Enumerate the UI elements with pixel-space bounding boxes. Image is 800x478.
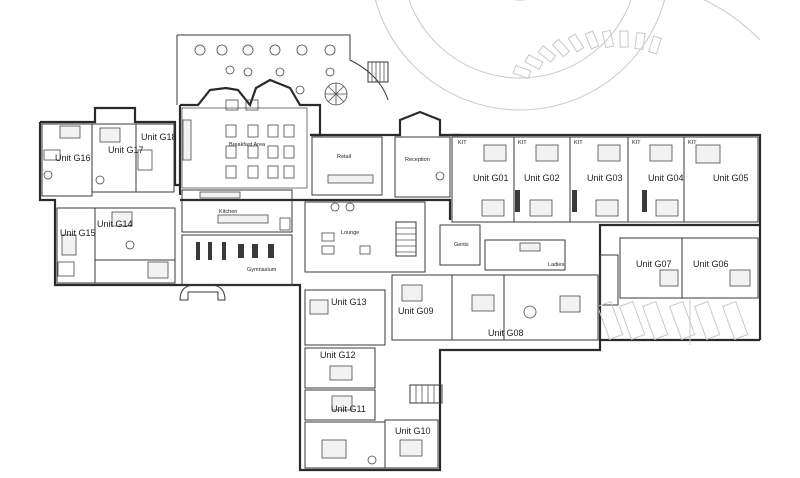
- site-arcs: [374, 0, 761, 111]
- west-wing: [41, 123, 176, 284]
- east-units-row: [451, 136, 759, 223]
- room-label-lounge: Lounge: [341, 230, 359, 236]
- retail: [311, 136, 383, 196]
- terrace: [176, 34, 389, 106]
- unit-label-g11: Unit G11: [331, 404, 366, 414]
- radial-parking-bays: [512, 29, 662, 80]
- unit-label-g04: Unit G04: [648, 173, 684, 183]
- gymnasium: [179, 234, 293, 301]
- umbrella-icon: [324, 82, 348, 106]
- room-label-retail: Retail: [337, 154, 351, 160]
- labels: Unit G16 Unit G17 Unit G18 Unit G14 Unit…: [55, 132, 749, 436]
- ladies: [484, 239, 566, 271]
- room-label-gents: Gents: [454, 242, 469, 248]
- unit-label-g10: Unit G10: [395, 426, 431, 436]
- unit-label-g03: Unit G03: [587, 173, 623, 183]
- stair: [395, 221, 417, 257]
- room-label-ladies: Ladies: [548, 262, 564, 268]
- unit-label-g05: Unit G05: [713, 173, 749, 183]
- unit-label-g02: Unit G02: [524, 173, 560, 183]
- kit-label: KIT: [518, 140, 527, 146]
- kitchen: [181, 189, 293, 233]
- unit-label-g06: Unit G06: [693, 259, 729, 269]
- kit-label: KIT: [458, 140, 467, 146]
- gents: [439, 224, 481, 266]
- room-label-kitchen: Kitchen: [219, 209, 237, 215]
- unit-label-g18: Unit G18: [141, 132, 177, 142]
- east-units-lower: [599, 237, 759, 306]
- unit-label-g16: Unit G16: [55, 153, 91, 163]
- unit-label-g09: Unit G09: [398, 306, 434, 316]
- room-label-breakfast: Breakfast Area: [229, 142, 266, 148]
- unit-label-g08: Unit G08: [488, 328, 524, 338]
- terrace-steps: [367, 61, 389, 83]
- unit-label-g13: Unit G13: [331, 297, 367, 307]
- unit-label-g14: Unit G14: [97, 219, 133, 229]
- parking-spaces: [596, 300, 749, 345]
- kit-label: KIT: [688, 140, 697, 146]
- unit-label-g17: Unit G17: [108, 145, 144, 155]
- reception: [394, 136, 451, 198]
- unit-label-g12: Unit G12: [320, 350, 356, 360]
- centre-units: [391, 274, 599, 341]
- unit-label-g15: Unit G15: [60, 228, 96, 238]
- unit-label-g01: Unit G01: [473, 173, 509, 183]
- room-label-gymnasium: Gymnasium: [247, 267, 277, 273]
- lounge: [304, 201, 426, 273]
- breakfast-area: [181, 99, 308, 189]
- kit-labels: KIT KIT KIT KIT KIT: [458, 140, 697, 146]
- room-label-reception: Reception: [405, 157, 430, 163]
- kit-label: KIT: [632, 140, 641, 146]
- kit-label: KIT: [574, 140, 583, 146]
- south-units: [304, 289, 443, 469]
- unit-label-g07: Unit G07: [636, 259, 672, 269]
- building-outline: [38, 78, 762, 472]
- south-stair: [409, 384, 443, 404]
